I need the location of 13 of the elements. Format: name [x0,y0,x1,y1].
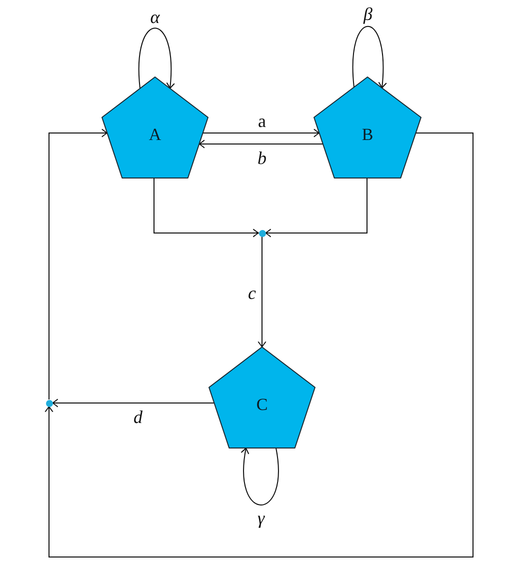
pentagon-node [209,347,315,448]
pentagon-node [314,77,421,178]
node-label: B [362,126,374,143]
edge-label: β [364,5,372,23]
edge-label: a [258,112,266,130]
node-label: C [256,396,268,413]
edge-label: d [134,408,142,426]
edge-label: α [150,8,160,26]
edge-label: b [258,149,266,167]
node-label: A [148,126,162,143]
edge-label: c [248,284,256,302]
edge-label: γ [257,509,265,527]
pentagon-node [102,77,208,178]
